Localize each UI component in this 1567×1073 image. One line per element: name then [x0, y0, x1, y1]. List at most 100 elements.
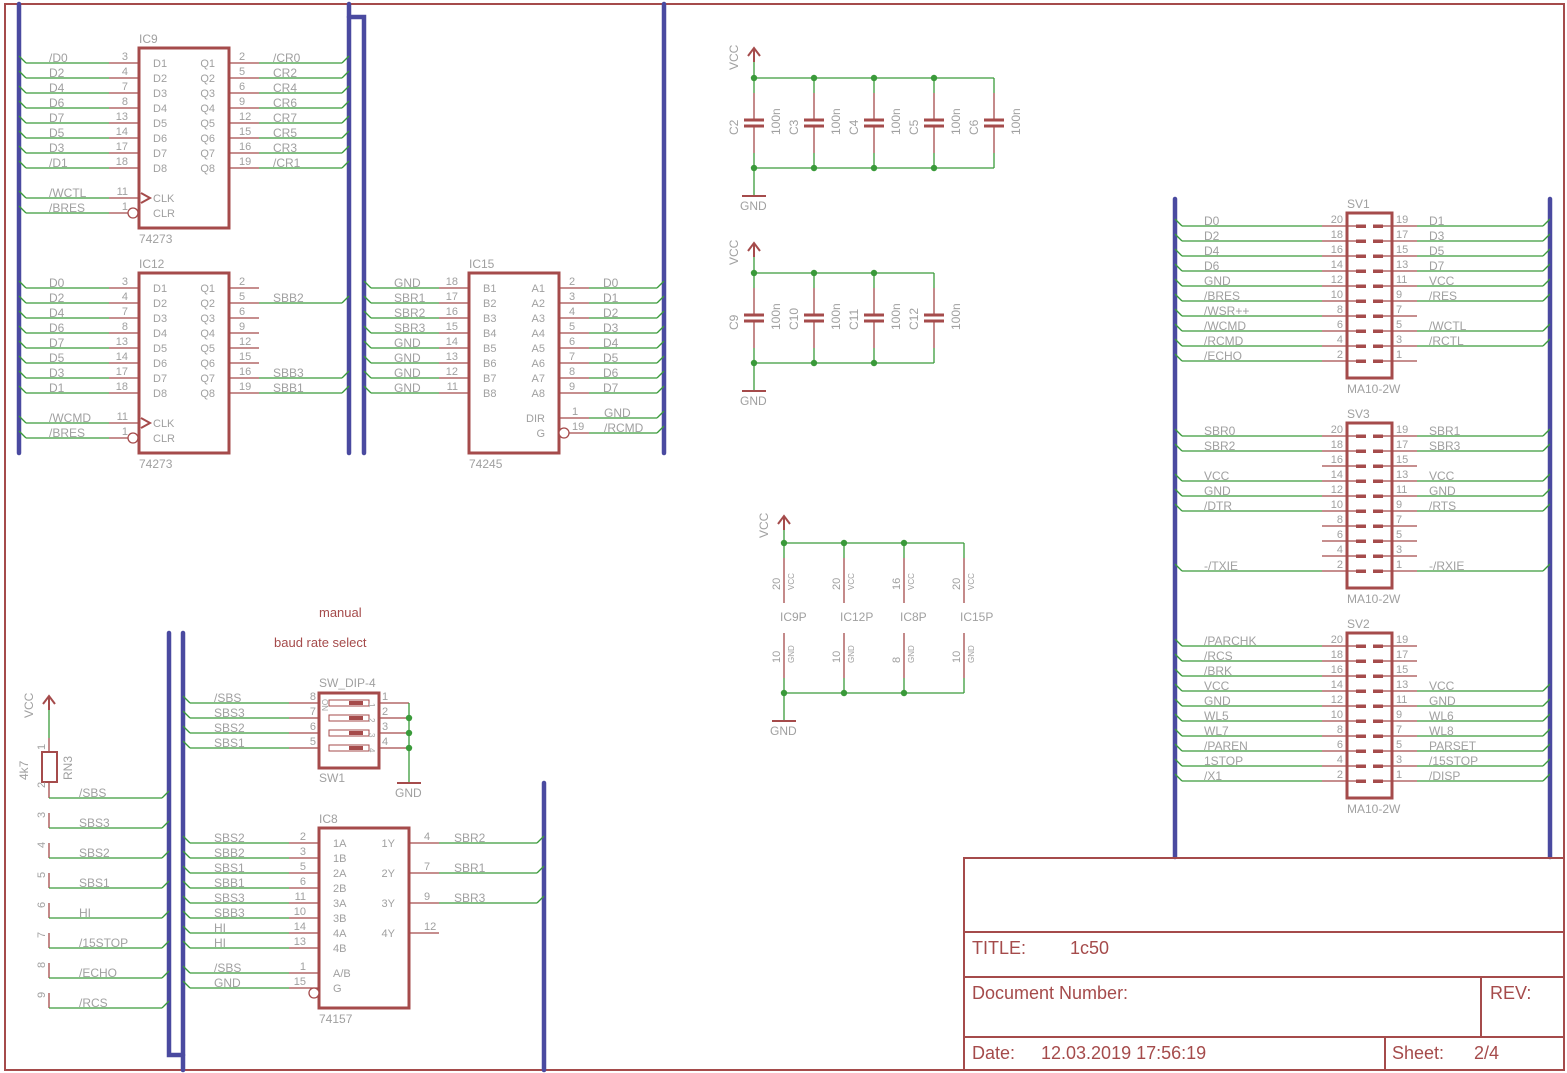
ic12-pin-number: 16	[239, 366, 251, 378]
ic12-pin-name: D7	[153, 373, 167, 385]
net-label: /RTS	[1429, 499, 1456, 513]
document-number-label: Document Number:	[972, 983, 1128, 1003]
bus-entry	[1542, 713, 1551, 722]
net-label: SBR2	[1204, 439, 1236, 453]
connector-contact	[1356, 689, 1366, 693]
resistor-pin-number: 6	[36, 902, 48, 908]
ic9-pin-number: 11	[117, 186, 128, 198]
net-label: /BRES	[49, 426, 85, 440]
bus-entry	[1174, 338, 1183, 347]
bus-entry	[182, 980, 191, 989]
gnd-label: GND	[395, 786, 422, 800]
ic8-pin-name: 4B	[333, 943, 346, 955]
ic9-pin-number: 9	[239, 96, 245, 108]
ic9-pin-number: 16	[239, 141, 251, 153]
connector-value: MA10-2W	[1347, 802, 1401, 816]
net-label: /RCMD	[604, 421, 644, 435]
net-label: D5	[49, 126, 65, 140]
ic8-pin-number: 3	[300, 846, 306, 858]
dip-switch-slot	[328, 699, 370, 707]
bus-entry	[363, 385, 372, 394]
connector-pin-number: 20	[1331, 424, 1343, 436]
ic12-pin-name: D8	[153, 388, 167, 400]
net-label: WL6	[1429, 709, 1454, 723]
ic9-pin-name: Q7	[200, 148, 215, 160]
connector-pin-number: 10	[1331, 499, 1343, 511]
net-label: D6	[49, 96, 65, 110]
connector-pin-number: 8	[1337, 514, 1343, 526]
bus-entry	[1174, 773, 1183, 782]
dip-switch-pin-number: 2	[382, 706, 388, 718]
bus-entry	[1542, 443, 1551, 452]
connector-refdes: SV2	[1347, 617, 1370, 631]
ic12-pin-number: 15	[239, 351, 251, 363]
ic8-pin-number: 6	[300, 876, 306, 888]
net-label: /RCS	[1204, 649, 1233, 663]
bus-entry	[656, 295, 665, 304]
net-label: D2	[49, 66, 65, 80]
bus-entry	[18, 160, 27, 169]
net-label: 1STOP	[1204, 754, 1243, 768]
bus-entry	[18, 190, 27, 199]
ic8-pin-name: 1A	[333, 838, 347, 850]
note-manual: manual	[319, 605, 362, 620]
title-label: TITLE:	[972, 938, 1026, 958]
bus-entry	[1542, 278, 1551, 287]
net-label: GND	[394, 336, 421, 350]
bus-entry	[363, 295, 372, 304]
connector-pin-number: 16	[1331, 454, 1343, 466]
bus-entry	[341, 145, 350, 154]
bus-entry	[182, 695, 191, 704]
net-label: SBS2	[214, 831, 245, 845]
bus-entry	[182, 725, 191, 734]
junction-dot	[810, 269, 818, 277]
power-pin-name: GND	[847, 645, 856, 663]
connector-pin-number: 9	[1396, 709, 1402, 721]
bus-entry	[182, 965, 191, 974]
ic12-pin-number: 2	[239, 276, 245, 288]
ic15-pin-number: 17	[446, 291, 458, 303]
bus-entry	[1174, 263, 1183, 272]
connector-pin-number: 14	[1331, 469, 1343, 481]
sheet-label: Sheet:	[1392, 1043, 1444, 1063]
junction-dot	[810, 164, 818, 172]
rev-label: REV:	[1490, 983, 1531, 1003]
capacitor-value: 100n	[949, 108, 963, 135]
ic12-pin-number: 3	[122, 276, 128, 288]
bus-entry	[18, 340, 27, 349]
ic15-pin-name: B4	[483, 328, 496, 340]
connector-pin-number: 12	[1331, 274, 1343, 286]
net-label: D4	[49, 306, 65, 320]
net-label: /BRK	[1204, 664, 1232, 678]
junction-dot	[810, 359, 818, 367]
ic15-pin-name: A3	[532, 313, 545, 325]
connector-pin-number: 4	[1337, 754, 1343, 766]
capacitor-refdes: C3	[787, 119, 801, 135]
ic8-pin-name: 2A	[333, 868, 347, 880]
capacitor-value: 100n	[769, 108, 783, 135]
net-label: WL8	[1429, 724, 1454, 738]
ic15-pin-name: A1	[532, 283, 545, 295]
inversion-bubble-icon	[127, 432, 139, 444]
ic15-pin-number: 4	[569, 306, 575, 318]
bus-entry	[1542, 248, 1551, 257]
power-pin-name: GND	[787, 645, 796, 663]
junction-dot	[840, 689, 848, 697]
ic9-pin-number: 8	[122, 96, 128, 108]
bus-entry	[536, 865, 545, 874]
ic9-pin-number: 15	[239, 126, 251, 138]
bus-entry	[1542, 218, 1551, 227]
junction-dot	[870, 74, 878, 82]
bus-entry	[161, 880, 170, 889]
junction-dot	[900, 539, 908, 547]
bus-entry	[161, 850, 170, 859]
net-label: SBB3	[273, 366, 304, 380]
resistor-pin-number: 8	[36, 962, 48, 968]
ic9-pin-name: Q8	[200, 163, 215, 175]
connector-pin-number: 18	[1331, 439, 1343, 451]
bus-entry	[18, 205, 27, 214]
bus-lines	[16, 1, 1553, 1073]
connector-contact	[1373, 329, 1383, 333]
connector-contact	[1356, 719, 1366, 723]
